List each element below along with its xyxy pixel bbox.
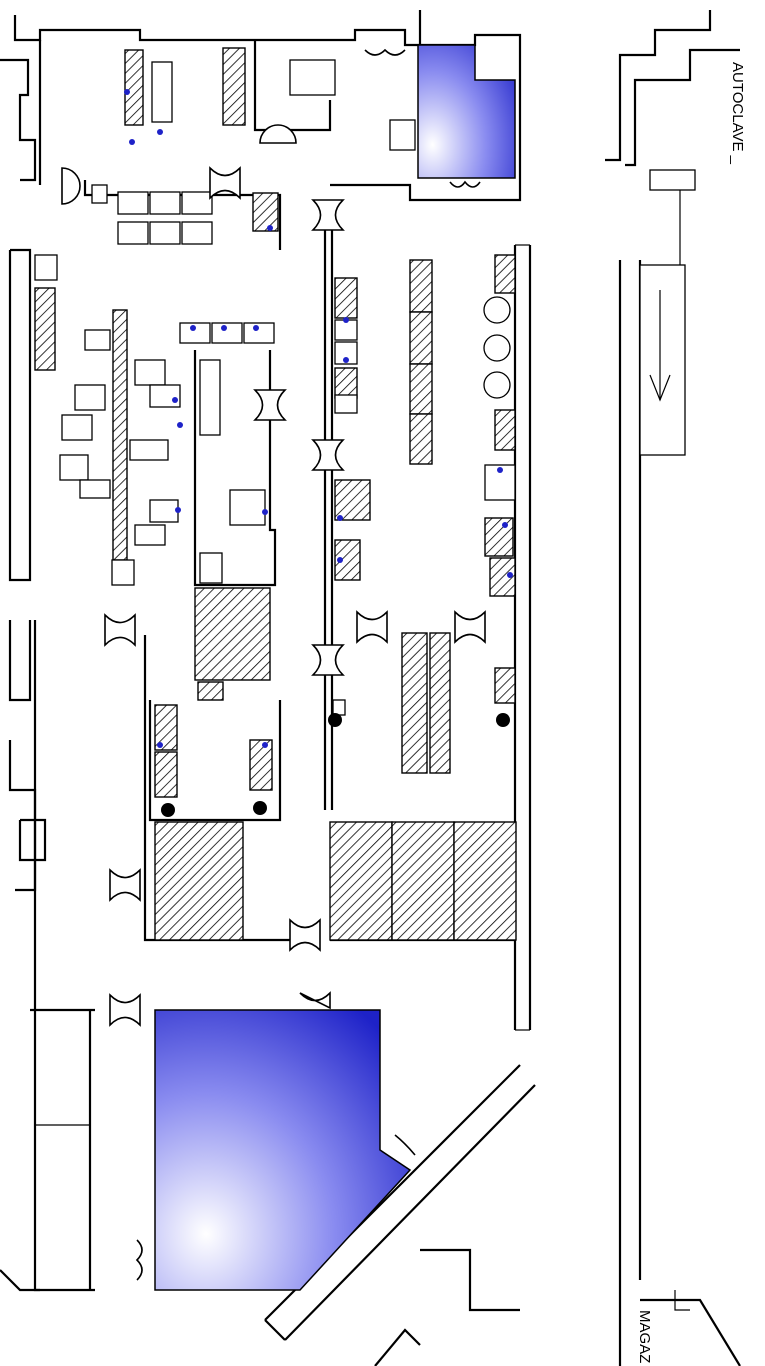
autoclave-strip (605, 10, 741, 1366)
label-magazin: MAGAZ (636, 1310, 653, 1363)
equipment (34, 59, 516, 716)
blue-markers (124, 89, 513, 748)
hatched-blocks (34, 47, 517, 941)
room-blue-bottom (154, 1009, 412, 1291)
round-fixtures (161, 296, 511, 817)
doors (61, 48, 486, 1281)
label-autoclave: AUTOCLAVE _ (729, 62, 746, 165)
room-blue-top (417, 44, 516, 179)
